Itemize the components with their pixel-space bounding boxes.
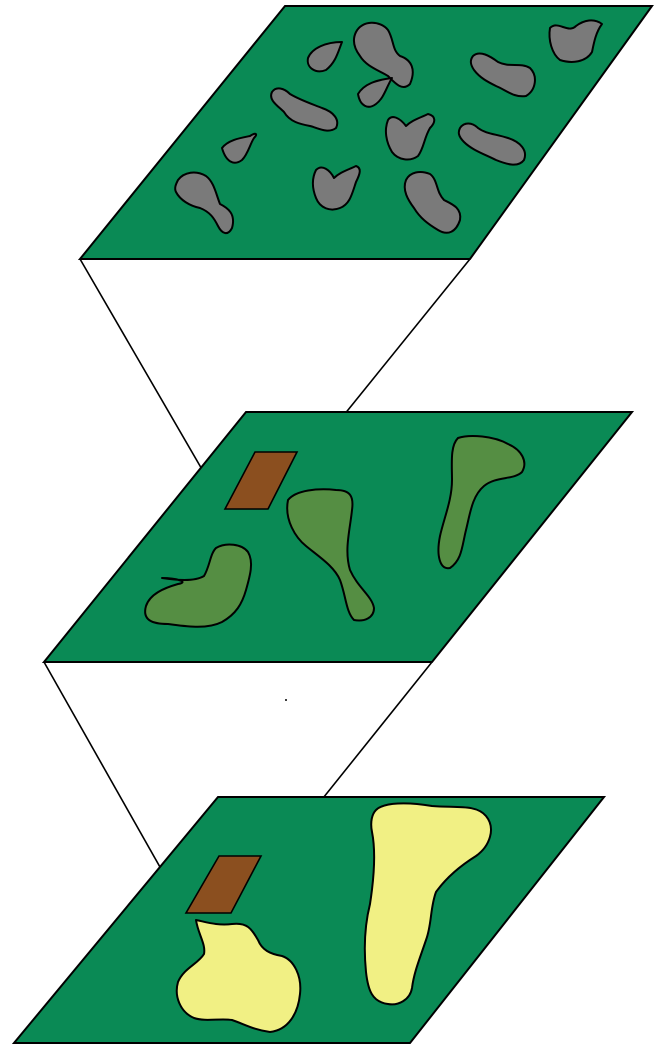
- stray-dot: [285, 699, 287, 701]
- bottom-layer-plane: [14, 797, 604, 1043]
- top-layer: [80, 6, 652, 259]
- middle-layer: [44, 412, 632, 662]
- bottom-layer: [14, 797, 604, 1043]
